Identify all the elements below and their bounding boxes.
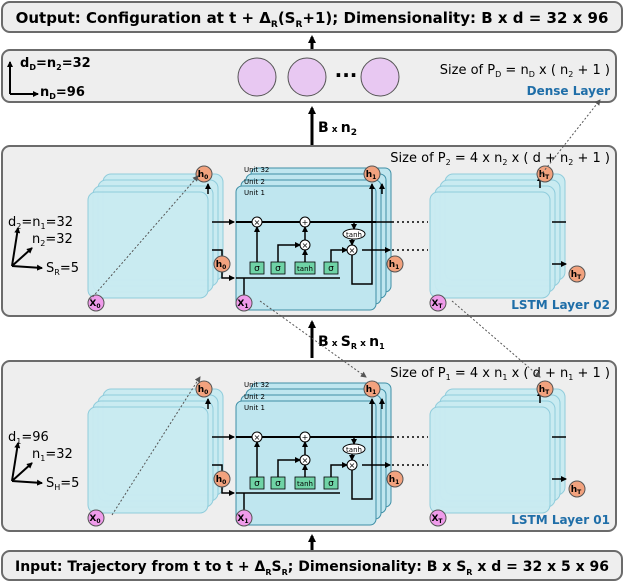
lstm2-h0-top-label: h0 xyxy=(198,170,209,181)
svg-text:σ: σ xyxy=(275,479,281,489)
unit-label: Unit 32 xyxy=(244,166,269,174)
input-banner xyxy=(1,550,623,581)
svg-text:σ: σ xyxy=(254,479,260,489)
dense-axes: dD=n2=32 nD=96 xyxy=(7,56,91,101)
lstm-layer-02: Size of P2 = 4 x n2 x ( d + n2 + 1 ) LSTM… xyxy=(1,145,617,317)
dotted-connectors xyxy=(89,99,601,516)
svg-text:tanh: tanh xyxy=(346,231,362,239)
unit-label: Unit 2 xyxy=(244,178,265,186)
lstm1-axis-z-label: n1=32 xyxy=(32,447,73,463)
lstm2-cell-stack-left xyxy=(87,173,224,299)
lstm2-cell-stack-center: Unit 32 Unit 2 Unit 1 xyxy=(235,166,392,311)
unit-label: Unit 32 xyxy=(244,381,269,389)
lstm1-cell-stack-right xyxy=(429,388,566,514)
unit-label: Unit 1 xyxy=(244,189,265,197)
lstm2-h0-side-label: h0 xyxy=(216,260,227,271)
svg-text:×: × xyxy=(349,461,356,470)
dense-axis-y-label: dD=n2=32 xyxy=(20,56,91,72)
input-banner-text: Input: Trajectory from t to t + ΔRSR; Di… xyxy=(15,559,609,577)
lstm1-h1-side-label: h1 xyxy=(389,475,400,486)
lstm2-hT-side-label: hT xyxy=(571,270,582,281)
lstm1-label: LSTM Layer 01 xyxy=(511,513,610,527)
dense-axis-x-label: nD=96 xyxy=(40,85,85,101)
lstm2-size-formula: Size of P2 = 4 x n2 x ( d + n2 + 1 ) xyxy=(390,151,610,167)
lstm1-x1-label: X1 xyxy=(237,514,248,525)
unit-label: Unit 1 xyxy=(244,404,265,412)
lstm2-axis-x-label: SR=5 xyxy=(46,261,79,277)
lstm2-cell-stack-right xyxy=(429,173,566,299)
lstm2-x0-label: X0 xyxy=(89,299,100,310)
svg-text:×: × xyxy=(302,456,309,465)
lstm1-hT-side-label: hT xyxy=(571,485,582,496)
output-banner-text: Output: Configuration at t + ΔR(SR+1); D… xyxy=(16,9,609,30)
lstm1-h1-side xyxy=(386,470,404,488)
lstm1-axis-x-label: SH=5 xyxy=(46,476,79,492)
dense-neuron-2 xyxy=(287,57,327,97)
lstm1-h0-top xyxy=(195,380,213,398)
lstm2-h1-side xyxy=(386,255,404,273)
lstm1-h1-top-label: h1 xyxy=(366,385,377,396)
lstm1-cell-internals: × + σ σ tanh σ × × tanh xyxy=(205,390,567,517)
lstm1-h0-side xyxy=(213,470,231,488)
lstm2-h0-top xyxy=(195,165,213,183)
svg-text:×: × xyxy=(254,433,261,442)
svg-text:tanh: tanh xyxy=(297,480,313,488)
lstm1-cell-stack-left xyxy=(87,388,224,514)
svg-text:×: × xyxy=(349,246,356,255)
dense-ellipsis: ··· xyxy=(335,63,358,87)
lstm2-hT-top-label: hT xyxy=(539,170,550,181)
lstm-layer-01: Size of P1 = 4 x n1 x ( d + n1 + 1 ) LSTM… xyxy=(1,360,617,532)
svg-text:+: + xyxy=(302,218,309,227)
dense-neuron-n xyxy=(360,57,400,97)
svg-text:×: × xyxy=(302,241,309,250)
lstm2-xT xyxy=(429,294,447,312)
lstm1-h0-side-label: h0 xyxy=(216,475,227,486)
svg-text:σ: σ xyxy=(328,479,334,489)
lstm1-hT-side xyxy=(568,480,586,498)
lstm1-axis-y-label: d1=96 xyxy=(8,430,49,446)
svg-text:×: × xyxy=(254,218,261,227)
dense-layer-label: Dense Layer xyxy=(527,84,610,98)
lstm1-xT xyxy=(429,509,447,527)
lstm1-hT-top-label: hT xyxy=(539,385,550,396)
lstm2-hT-top xyxy=(536,165,554,183)
lstm1-x0 xyxy=(87,509,105,527)
lstm2-h0-side xyxy=(213,255,231,273)
lstm1-xT-label: XT xyxy=(431,514,443,525)
lstm1-x0-label: X0 xyxy=(89,514,100,525)
lstm2-x1-label: X1 xyxy=(237,299,248,310)
dense-size-formula: Size of PD = nD x ( n2 + 1 ) xyxy=(440,63,610,79)
lstm2-x1 xyxy=(235,294,253,312)
svg-text:tanh: tanh xyxy=(297,265,313,273)
lstm2-label: LSTM Layer 02 xyxy=(511,298,610,312)
output-banner xyxy=(1,1,623,33)
lstm1-h0-top-label: h0 xyxy=(198,385,209,396)
svg-text:σ: σ xyxy=(275,264,281,274)
lstm1-h1-top xyxy=(363,380,381,398)
lstm1-size-formula: Size of P1 = 4 x n1 x ( d + n1 + 1 ) xyxy=(390,366,610,382)
lstm2-hT-side xyxy=(568,265,586,283)
svg-text:σ: σ xyxy=(254,264,260,274)
lstm2-axis-z-label: n2=32 xyxy=(32,232,73,248)
lstm2-cell-internals: × + σ σ tanh σ × × tanh xyxy=(205,175,567,302)
lstm1-hT-top xyxy=(536,380,554,398)
lstm2-h1-top-label: h1 xyxy=(366,170,377,181)
lstm2-h1-side-label: h1 xyxy=(389,260,400,271)
lstm2-xT-label: XT xyxy=(431,299,443,310)
lstm2-x0 xyxy=(87,294,105,312)
lstm2-axis-y-label: d2=n1=32 xyxy=(8,215,73,231)
lstm1-x1 xyxy=(235,509,253,527)
unit-label: Unit 2 xyxy=(244,393,265,401)
dense-input-shape: B x n2 xyxy=(318,120,357,138)
svg-text:σ: σ xyxy=(328,264,334,274)
lstm2-h1-top xyxy=(363,165,381,183)
svg-text:+: + xyxy=(302,433,309,442)
lstm1-cell-stack-center: Unit 32 Unit 2 Unit 1 xyxy=(235,381,392,526)
lstm2-input-shape: B x SR x n1 xyxy=(318,334,385,351)
svg-text:tanh: tanh xyxy=(346,446,362,454)
dense-neuron-1 xyxy=(237,57,277,97)
